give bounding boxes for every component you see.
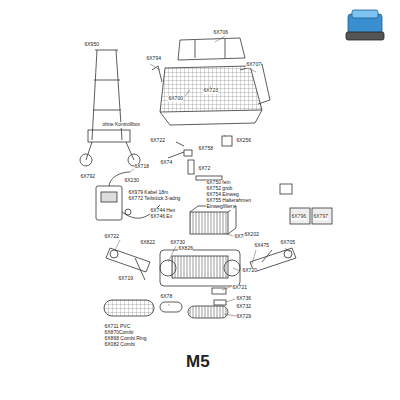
callout-number: 6X082 Combi <box>104 342 135 348</box>
callout-number: 6X736 <box>236 296 251 302</box>
small-parts <box>168 136 232 174</box>
robot-body <box>106 248 296 305</box>
callout-number: 6X979 Kabel 18m <box>128 190 169 196</box>
callout-number: 6X826 <box>178 246 193 252</box>
callout-number: 6X754 Einweg <box>206 192 239 198</box>
brushes <box>104 300 228 318</box>
callout-number: Einwegfilter <box>206 204 233 210</box>
callout-number: 6X746 Ex <box>150 214 173 220</box>
callout-number: 6X74 <box>160 160 173 166</box>
callout-number: 6X707 <box>246 62 261 68</box>
callout-number: 6X202 <box>244 232 259 238</box>
callout-number: 6X822 <box>140 240 155 246</box>
callout-number: 6X721 <box>232 285 247 291</box>
callout-number: 6X72 <box>198 166 211 172</box>
callout-number: 6X718 <box>134 164 149 170</box>
spare-boxes <box>280 184 332 224</box>
callout-number: 6X711 PVC <box>104 324 131 330</box>
callout-number: 6X722 <box>104 234 119 240</box>
callout-number: 6X796 <box>291 214 306 220</box>
callout-number: 6X792 <box>80 174 95 180</box>
callout-number: 6X729 <box>236 314 251 320</box>
robot-icon <box>346 10 384 40</box>
callout-number: 6X758 <box>198 146 213 152</box>
model-title: M5 <box>186 352 210 372</box>
callout-number: 6X752 grob <box>206 186 233 192</box>
callout-number: 6X230 <box>124 178 139 184</box>
leader-lines <box>115 36 290 316</box>
callout-number: 6X720 <box>242 268 257 274</box>
callout-number: 6X732 <box>236 304 251 310</box>
callout-number: 6X772 Teilstück 3-adrig <box>128 196 181 202</box>
callout-number: 6X730 <box>170 240 185 246</box>
callout-number: 6X719 <box>118 276 133 282</box>
callout-number: 6X750 fein <box>206 180 231 186</box>
callout-number: 6X706 <box>213 30 228 36</box>
callout-number: 6X705 <box>280 240 295 246</box>
callout-number: 6X868 Combi Ring <box>104 336 147 342</box>
callout-number: 6X797 <box>313 214 328 220</box>
callout-number: 6X950 <box>84 42 99 48</box>
callout-number: 6X722 <box>150 138 165 144</box>
callout-number: 6X723 <box>203 88 218 94</box>
caddy <box>80 50 140 166</box>
callout-number: 6X755 Halterahmen <box>206 198 251 204</box>
callout-number: 6X78 <box>160 294 173 300</box>
callout-number: ohne Kontrollbox <box>102 122 141 128</box>
callout-number: 6X794 <box>146 56 161 62</box>
top-cover <box>152 38 270 125</box>
callout-number: 6X475 <box>254 243 269 249</box>
callout-number: 6X744 Hex <box>150 208 176 214</box>
callout-number: 6X700 <box>168 96 183 102</box>
callout-number: 6X256 <box>236 138 251 144</box>
filter <box>190 176 236 234</box>
callout-number: 6X870Combi <box>104 330 134 336</box>
